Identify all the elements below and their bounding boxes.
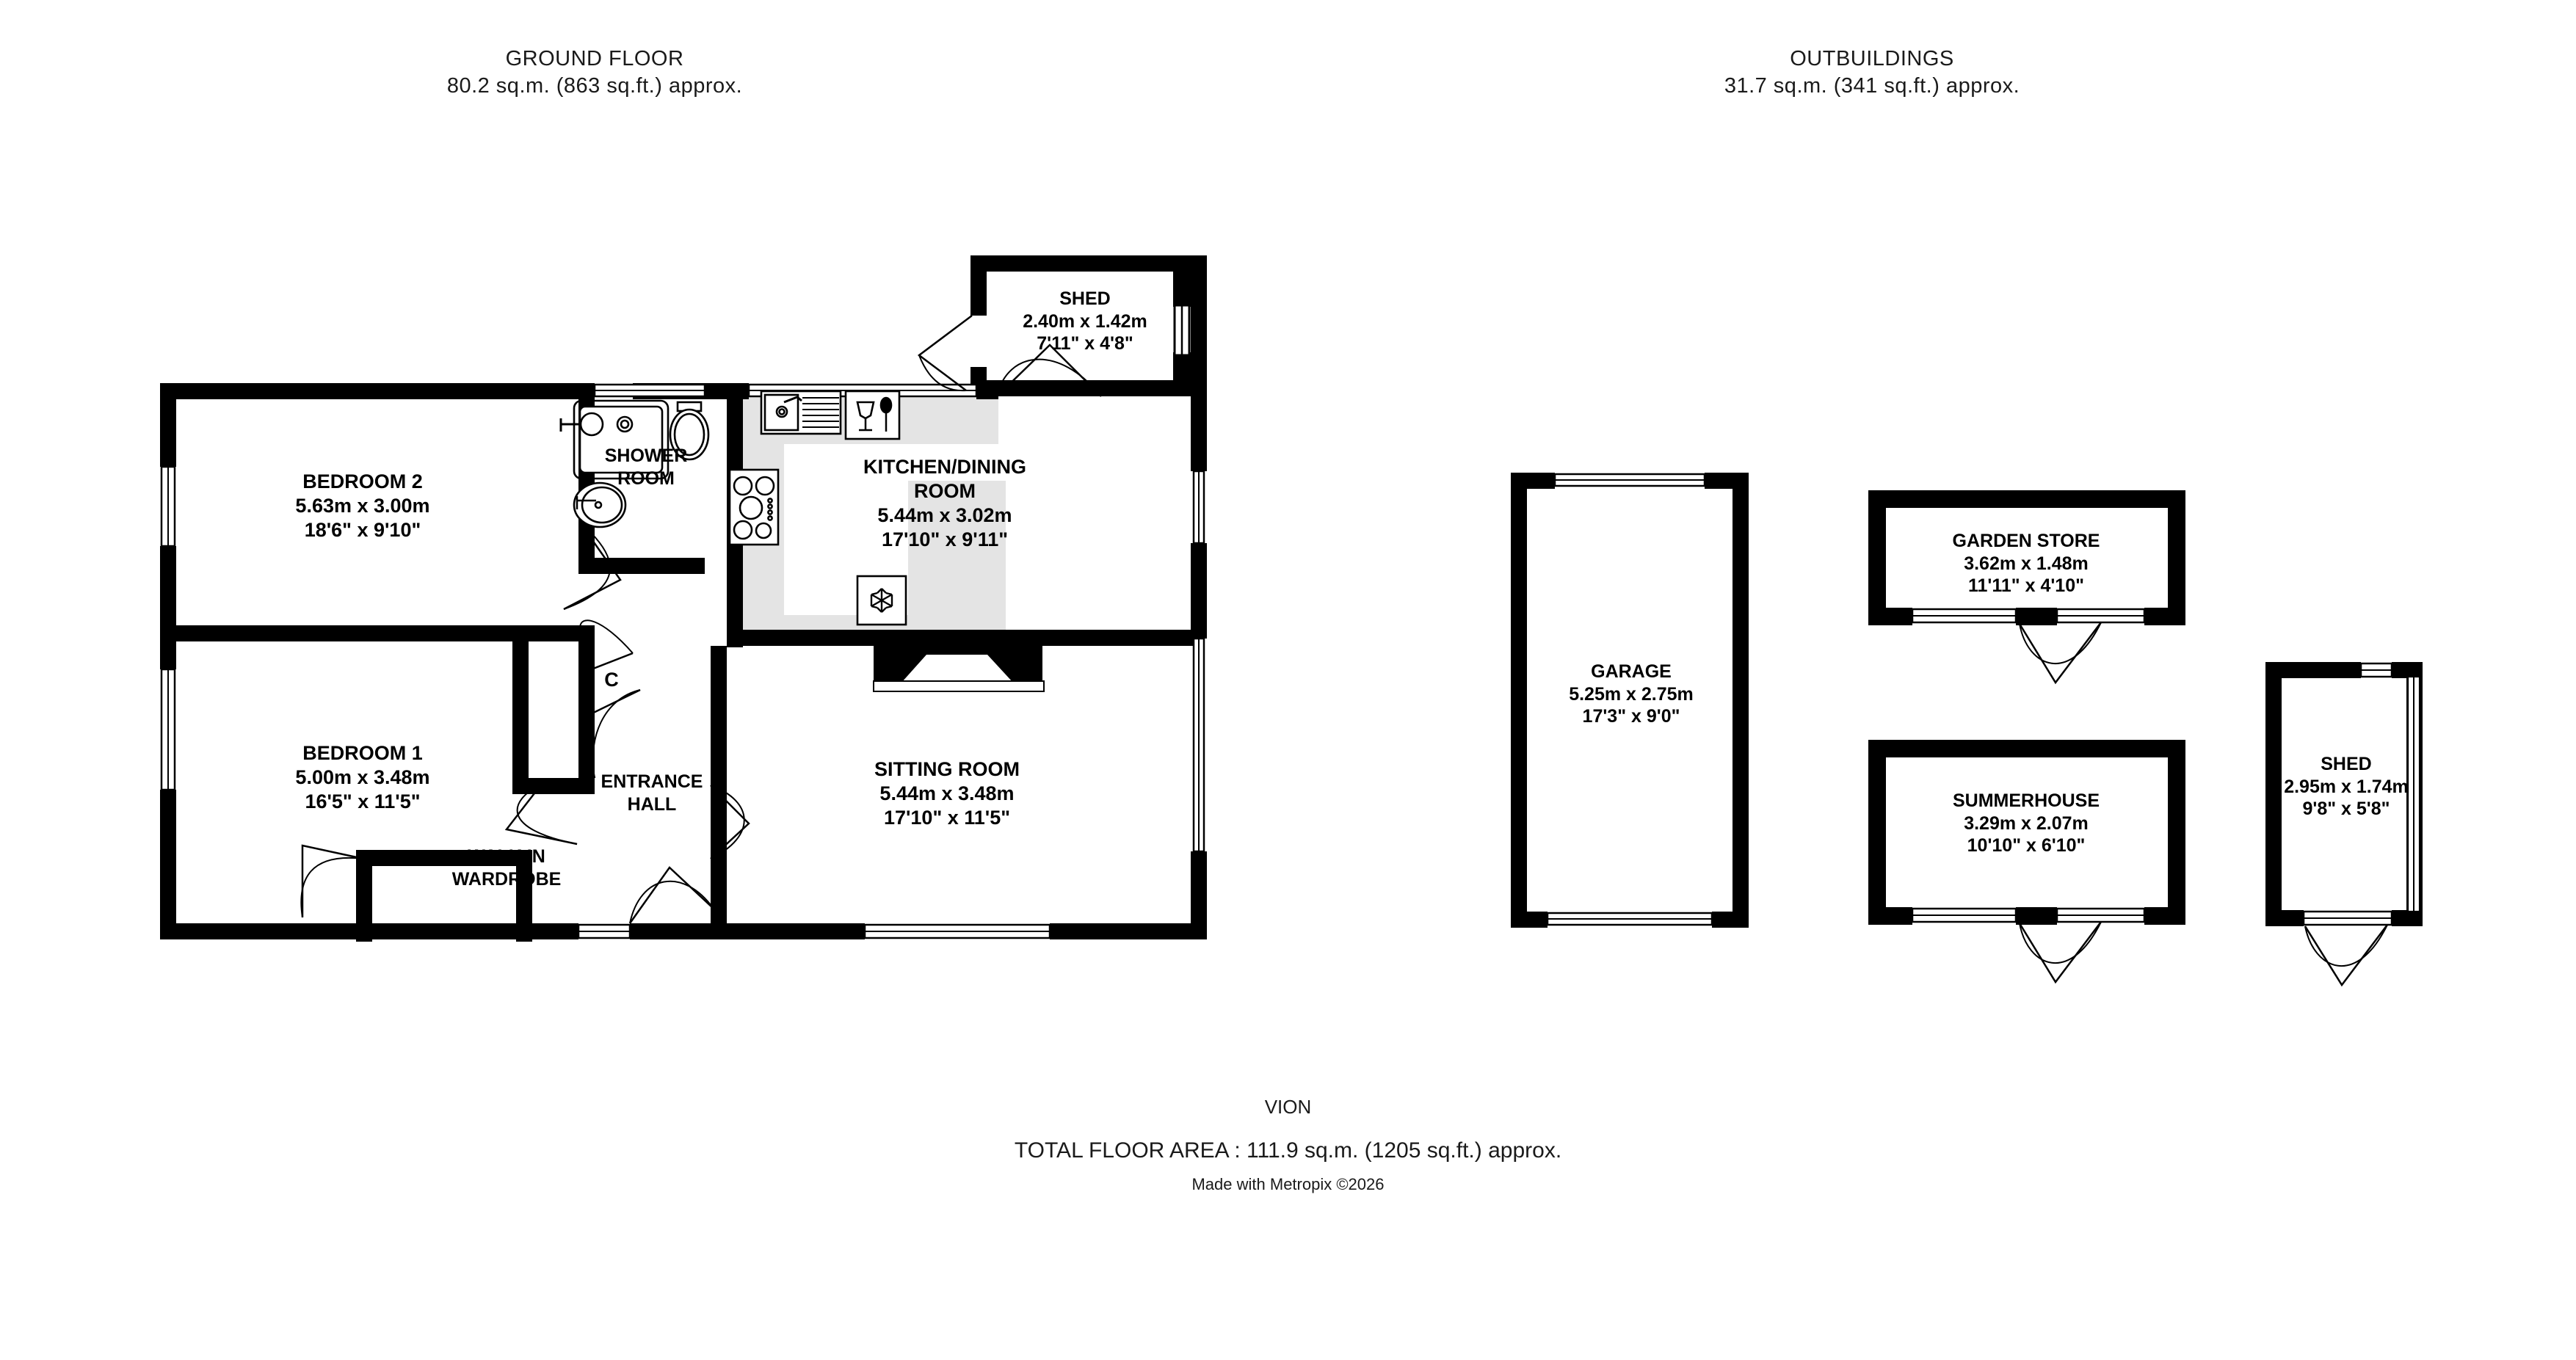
ground-floor-plan bbox=[160, 255, 1207, 942]
outbuildings-title: OUTBUILDINGS bbox=[1790, 47, 1954, 70]
door-swings bbox=[300, 315, 1102, 924]
room-dimensions-metric: 5.25m x 2.75m bbox=[1569, 683, 1694, 705]
room-dimensions-imperial: 11'11" x 4'10" bbox=[1968, 575, 2084, 596]
room-name-line2: ROOM bbox=[617, 468, 675, 489]
room-dimensions-imperial: 17'3" x 9'0" bbox=[1582, 706, 1680, 727]
room-label-shed-house: SHED 2.40m x 1.42m 7'11" x 4'8" bbox=[1023, 288, 1147, 355]
window-bedroom-2 bbox=[160, 465, 176, 548]
room-dimensions-imperial: 18'6" x 9'10" bbox=[304, 518, 421, 541]
garden-store-shape bbox=[1868, 490, 2185, 685]
room-label-sitting-room: SITTING ROOM 5.44m x 3.48m 17'10" x 11'5… bbox=[874, 757, 1020, 830]
room-label-garden-store: GARDEN STORE 3.62m x 1.48m 11'11" x 4'10… bbox=[1953, 530, 2100, 597]
room-label-shed-outbuilding: SHED 2.95m x 1.74m 9'8" x 5'8" bbox=[2284, 753, 2409, 821]
room-name-line2: HALL bbox=[627, 793, 677, 815]
shed-outbuilding-shape bbox=[2265, 662, 2423, 987]
room-dimensions-metric: 2.40m x 1.42m bbox=[1023, 310, 1147, 332]
room-label-kitchen-dining-room: KITCHEN/DINING ROOM 5.44m x 3.02m 17'10"… bbox=[863, 455, 1026, 552]
ground-floor-title: GROUND FLOOR bbox=[505, 47, 684, 70]
room-dimensions-metric: 5.63m x 3.00m bbox=[295, 494, 430, 517]
room-name: SHOWER bbox=[604, 446, 688, 466]
basin-icon bbox=[573, 481, 627, 528]
room-dimensions-metric: 5.44m x 3.48m bbox=[879, 782, 1015, 804]
room-dimensions-imperial: 7'11" x 4'8" bbox=[1037, 333, 1133, 354]
room-label-shower-room: SHOWER ROOM bbox=[605, 445, 688, 490]
room-label-cupboard: C bbox=[604, 668, 619, 692]
kitchen-fixtures bbox=[728, 390, 907, 626]
fireplace-hearth bbox=[873, 680, 1045, 692]
room-name: GARDEN STORE bbox=[1952, 531, 2100, 551]
room-dimensions-imperial: 9'8" x 5'8" bbox=[2302, 799, 2390, 819]
walls bbox=[160, 255, 1207, 942]
toilet-icon bbox=[669, 401, 710, 461]
outbuildings-plan bbox=[1511, 473, 2423, 987]
room-label-bedroom-1: BEDROOM 1 5.00m x 3.48m 16'5" x 11'5" bbox=[295, 741, 429, 814]
garage-shape bbox=[1511, 473, 1749, 928]
outbuildings-area: 31.7 sq.m. (341 sq.ft.) approx. bbox=[1724, 74, 2020, 98]
room-name-line2: ROOM bbox=[914, 479, 976, 502]
window-bedroom-1 bbox=[160, 668, 176, 791]
windows bbox=[160, 383, 1205, 939]
room-name: GARAGE bbox=[1591, 661, 1672, 682]
room-name-line2: WARDROBE bbox=[451, 868, 562, 890]
ground-floor-area: 80.2 sq.m. (863 sq.ft.) approx. bbox=[446, 74, 743, 98]
hob-icon bbox=[728, 468, 780, 546]
vion-label: VION bbox=[1264, 1096, 1312, 1118]
window-sitting-room-bottom bbox=[863, 923, 1051, 939]
room-name: BEDROOM 2 bbox=[302, 470, 423, 492]
room-dimensions-imperial: 10'10" x 6'10" bbox=[1967, 835, 2086, 856]
room-name: WALK IN bbox=[468, 846, 545, 867]
window-shower-room bbox=[593, 383, 706, 398]
room-dimensions-imperial: 17'10" x 11'5" bbox=[883, 806, 1011, 829]
room-dimensions-imperial: 16'5" x 11'5" bbox=[305, 790, 421, 812]
room-dimensions-metric: 3.29m x 2.07m bbox=[1964, 812, 2089, 834]
room-label-bedroom-2: BEDROOM 2 5.63m x 3.00m 18'6" x 9'10" bbox=[295, 470, 429, 542]
room-name: KITCHEN/DINING bbox=[863, 456, 1026, 478]
ground-floor-heading: GROUND FLOOR 80.2 sq.m. (863 sq.ft.) app… bbox=[411, 46, 778, 100]
total-floor-area: TOTAL FLOOR AREA : 111.9 sq.m. (1205 sq.… bbox=[1014, 1138, 1562, 1163]
room-label-garage: GARAGE 5.25m x 2.75m 17'3" x 9'0" bbox=[1569, 661, 1694, 728]
room-dimensions-metric: 5.44m x 3.02m bbox=[877, 503, 1012, 526]
shower-icon bbox=[573, 399, 670, 480]
shower-room-fixtures bbox=[559, 399, 710, 528]
room-name: BEDROOM 1 bbox=[302, 742, 423, 764]
sink-icon bbox=[760, 390, 842, 435]
snowflake-icon bbox=[856, 575, 907, 626]
window-sitting-room-right-upper bbox=[1192, 470, 1205, 545]
room-dimensions-metric: 3.62m x 1.48m bbox=[1964, 553, 2089, 574]
room-name: ENTRANCE bbox=[601, 771, 703, 792]
room-name: SITTING ROOM bbox=[874, 758, 1020, 780]
window-sitting-room-right-lower bbox=[1192, 637, 1205, 853]
room-dimensions-imperial: 17'10" x 9'11" bbox=[881, 528, 1009, 550]
room-label-summerhouse: SUMMERHOUSE 3.29m x 2.07m 10'10" x 6'10" bbox=[1953, 790, 2100, 857]
room-name: C bbox=[604, 669, 619, 691]
summerhouse-shape bbox=[1868, 740, 2185, 984]
room-dimensions-metric: 2.95m x 1.74m bbox=[2284, 776, 2409, 797]
metropix-credit: Made with Metropix ©2026 bbox=[1191, 1175, 1385, 1193]
room-label-walk-in-wardrobe: WALK IN WARDROBE bbox=[452, 846, 562, 890]
window-entrance-hall-bottom bbox=[577, 923, 631, 939]
room-name: SUMMERHOUSE bbox=[1952, 790, 2100, 811]
outbuildings-heading: OUTBUILDINGS 31.7 sq.m. (341 sq.ft.) app… bbox=[1688, 46, 2056, 100]
room-dimensions-metric: 5.00m x 3.48m bbox=[295, 766, 430, 788]
glass-and-spoon-icon bbox=[844, 390, 901, 440]
room-name: SHED bbox=[1059, 288, 1111, 309]
room-label-entrance-hall: ENTRANCE HALL bbox=[601, 771, 703, 815]
room-name: SHED bbox=[2321, 754, 2372, 774]
